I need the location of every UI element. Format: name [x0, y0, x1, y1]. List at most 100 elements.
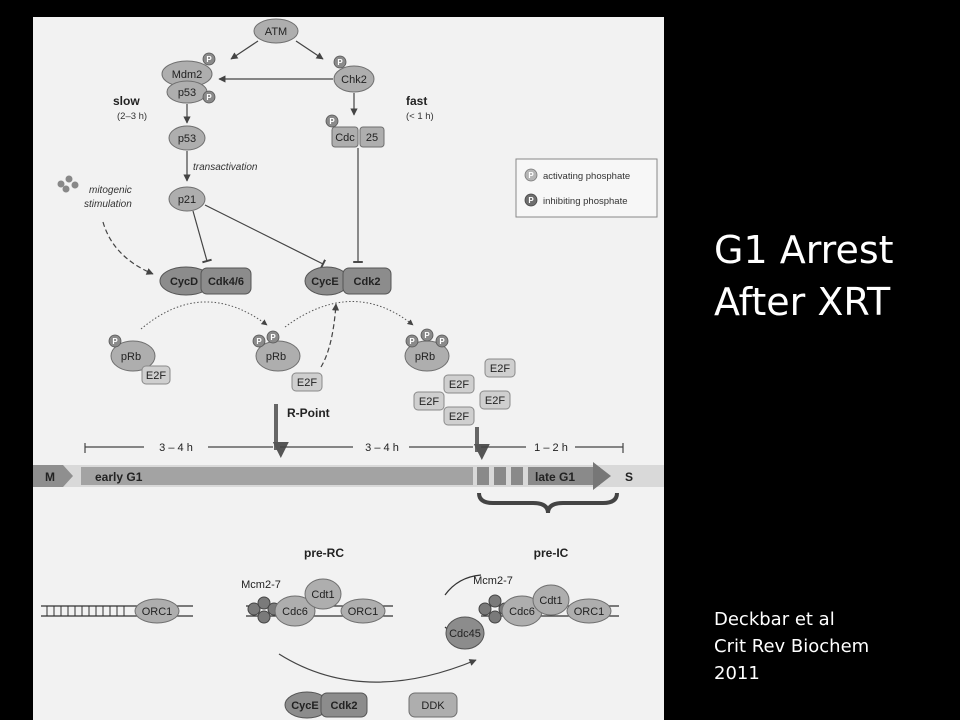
pre-rc-label: pre-RC [304, 546, 344, 560]
cyce-cdk2-bottom: CycE Cdk2 [284, 691, 368, 719]
cell-cycle-bar: M early G1 late G1 S [33, 462, 664, 514]
span3-label: 1 – 2 h [534, 442, 568, 454]
pre-rc-complex: Mcm2-7 Cdc6 Cdt1 ORC1 [241, 578, 393, 627]
legend-inhibiting: inhibiting phosphate [543, 196, 628, 207]
atm-node: ATM [253, 18, 299, 44]
phosphate-icon [325, 114, 339, 128]
m-phase-label: M [45, 470, 55, 484]
fast-label: fast [406, 94, 427, 108]
inhibit-p21-cdk46 [192, 210, 212, 264]
p21-node: p21 [168, 186, 206, 212]
prb1-label: pRb [121, 351, 141, 363]
cdk2-label: Cdk2 [354, 276, 381, 288]
dashed-arrow-e2f-cyce [320, 303, 340, 368]
phosphate-icon [252, 334, 266, 348]
phosphate-mark: P [409, 337, 415, 346]
atm-label: ATM [265, 26, 287, 38]
phosphate-mark: P [337, 58, 343, 67]
phosphate-mark: P [329, 117, 335, 126]
pre-rc-to-pre-ic-arrow [278, 653, 477, 683]
free-e2f-group: E2F E2F E2F E2F E2F [413, 358, 516, 426]
cdt1-label: Cdt1 [539, 595, 562, 607]
fast-time-label: (< 1 h) [406, 111, 434, 122]
pathway-figure: ATM Mdm2 p53 P P Chk2 P slow (2–3 h) fas… [33, 17, 664, 720]
cdc25-node: Cdc 25 P [325, 114, 385, 148]
citation-line-2: Crit Rev Biochem [714, 636, 870, 657]
phosphate-icon [108, 334, 122, 348]
prb2-label: pRb [266, 351, 286, 363]
phosphate-mark: P [424, 331, 430, 340]
citation: Deckbar et al Crit Rev Biochem 2011 [714, 606, 869, 687]
citation-line-3: 2011 [714, 663, 760, 684]
slide-title-line-1: G1 Arrest [714, 228, 894, 272]
phosphate-mark: P [528, 196, 534, 205]
mitogen-icon [57, 175, 79, 193]
pathway-diagram: ATM Mdm2 p53 P P Chk2 P slow (2–3 h) fas… [33, 18, 664, 719]
pre-ic-label: pre-IC [534, 546, 569, 560]
slow-time-label: (2–3 h) [117, 111, 147, 122]
legend-activating: activating phosphate [543, 171, 630, 182]
span1-label: 3 – 4 h [159, 442, 193, 454]
prb-node-3: pRb P P P [404, 328, 450, 372]
cdc25-label: 25 [366, 132, 378, 144]
orc1-label: ORC1 [574, 606, 605, 618]
p53-node: p53 [168, 125, 206, 151]
stimulation-label: stimulation [84, 199, 132, 210]
phosphate-icon [202, 90, 216, 104]
arrow-atm-chk2 [295, 40, 324, 60]
ddk-label: DDK [421, 700, 445, 712]
phosphate-mark: P [206, 93, 212, 102]
mitogenic-label: mitogenic [89, 185, 132, 196]
e2f-free-label: E2F [485, 395, 505, 407]
e2f-free-label: E2F [449, 411, 469, 423]
phosphate-mark: P [112, 337, 118, 346]
slide-title-line-2: After XRT [714, 280, 891, 324]
cycd-label: CycD [170, 276, 198, 288]
mdm2-label: Mdm2 [172, 69, 203, 81]
early-g1-label: early G1 [95, 470, 143, 484]
late-g1-label: late G1 [535, 470, 575, 484]
slow-label: slow [113, 94, 140, 108]
phosphate-mark: P [528, 171, 534, 180]
cdc6-label: Cdc6 [282, 606, 308, 618]
e2f-free-label: E2F [419, 396, 439, 408]
prb3-label: pRb [415, 351, 435, 363]
inhibit-p21-cdk2 [204, 204, 327, 269]
dna-origin-left: ORC1 [41, 598, 193, 624]
mcm27-label: Mcm2-7 [473, 575, 513, 587]
p21-label: p21 [178, 194, 196, 206]
phosphate-mark: P [270, 333, 276, 342]
cyce-label: CycE [311, 276, 339, 288]
cdk46-label: Cdk4/6 [208, 276, 244, 288]
cdt1-label: Cdt1 [311, 589, 334, 601]
phosphate-mark: P [206, 55, 212, 64]
inhibiting-phosphate-icon [524, 193, 538, 207]
cdc-label: Cdc [335, 132, 355, 144]
phosphate-icon [202, 52, 216, 66]
ddk-node: DDK [408, 692, 458, 718]
phosphate-icon [405, 334, 419, 348]
chk2-label: Chk2 [341, 74, 367, 86]
s-phase-label: S [625, 470, 633, 484]
slide-title: G1 Arrest After XRT [714, 224, 894, 328]
phosphate-icon [420, 328, 434, 342]
phosphate-mark: P [256, 337, 262, 346]
prb-node-2: pRb P P E2F [252, 330, 323, 392]
prb-node-1: pRb E2F P [108, 334, 171, 385]
mdm2-p53-complex: Mdm2 p53 P P [161, 52, 216, 104]
timeline-spans: 3 – 4 h 3 – 4 h 1 – 2 h [84, 442, 624, 454]
late-g1-brace [477, 492, 619, 514]
cdc45-label: Cdc45 [449, 628, 481, 640]
arrow-atm-mdm2 [230, 40, 259, 60]
phosphate-icon [333, 55, 347, 69]
e2f-free-label: E2F [449, 379, 469, 391]
r-point-label: R-Point [287, 406, 330, 420]
orc1-label: ORC1 [348, 606, 379, 618]
cyce-cdk2-complex: CycE Cdk2 [304, 266, 392, 296]
mcm27-label: Mcm2-7 [241, 579, 281, 591]
pre-ic-complex: Mcm2-7 Cdc45 Cdc6 Cdt1 ORC1 [444, 574, 619, 650]
phosphate-mark: P [439, 337, 445, 346]
dotted-arrow-cdk46 [140, 301, 268, 330]
phosphate-icon [435, 334, 449, 348]
span2-label: 3 – 4 h [365, 442, 399, 454]
